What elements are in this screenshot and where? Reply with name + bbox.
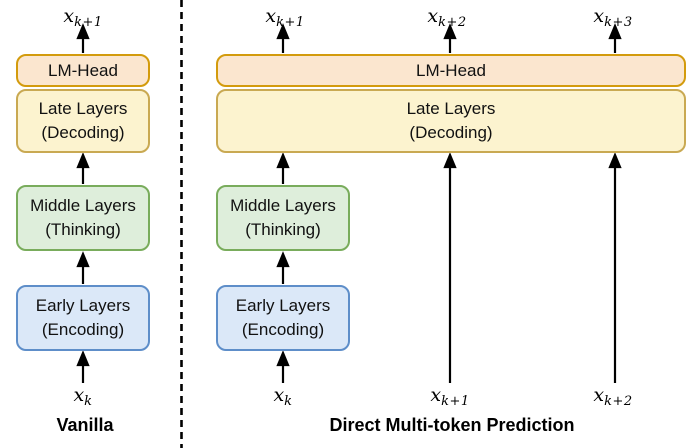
vanilla-early-layers-block: Early Layers (Encoding): [16, 285, 150, 351]
math-subscript: k: [284, 394, 293, 409]
math-base: x: [265, 5, 277, 27]
math-subscript: k+1: [74, 15, 103, 30]
math-subscript: k+1: [441, 394, 470, 409]
arrow-vanilla-input: [76, 350, 90, 383]
math-subscript: k+3: [604, 15, 633, 30]
math-base: x: [593, 5, 605, 27]
vanilla-middle-layers-block: Middle Layers (Thinking): [16, 185, 150, 251]
math-base: x: [273, 384, 285, 406]
math-subscript: k+2: [438, 15, 467, 30]
arrow-vanilla-late-from-middle: [76, 152, 90, 184]
vanilla-caption: Vanilla: [56, 415, 114, 435]
arrow-mtp-input-1: [276, 350, 290, 383]
mtp-output-label-1: xk+1: [265, 5, 304, 30]
arrow-mtp-output-1: [276, 23, 290, 53]
math-base: x: [427, 5, 439, 27]
block-label-line2: (Thinking): [245, 220, 321, 239]
vanilla-lm-head-block: LM-Head: [16, 54, 150, 87]
block-label-line2: (Encoding): [241, 320, 325, 339]
mtp-caption: Direct Multi-token Prediction: [329, 415, 575, 435]
block-label-line2: (Decoding): [41, 123, 125, 142]
block-label: LM-Head: [48, 60, 118, 80]
vanilla-input-label: xk: [73, 384, 92, 409]
vanilla-output-label: xk+1: [63, 5, 102, 30]
math-base: x: [593, 384, 605, 406]
arrow-mtp-middle-from-early: [276, 251, 290, 284]
mtp-input-label-2: xk+1: [430, 384, 469, 409]
mtp-late-layers-block: Late Layers (Decoding): [216, 89, 686, 153]
mtp-input-label-3: xk+2: [593, 384, 632, 409]
block-label-line1: Middle Layers: [230, 196, 336, 216]
arrow-mtp-output-3: [608, 23, 622, 53]
block-label-line2: (Thinking): [45, 220, 121, 239]
block-label-line1: Late Layers: [38, 99, 128, 119]
arrow-mtp-input-3-long: [608, 152, 622, 383]
arrow-mtp-input-2-long: [443, 152, 457, 383]
block-label-line2: (Encoding): [41, 320, 125, 339]
block-label-line1: Late Layers: [406, 99, 496, 119]
math-subscript: k+1: [276, 15, 305, 30]
math-base: x: [73, 384, 85, 406]
mtp-output-label-3: xk+3: [593, 5, 632, 30]
block-label-line1: Middle Layers: [30, 196, 136, 216]
arrow-mtp-output-2: [443, 23, 457, 53]
math-base: x: [430, 384, 442, 406]
arrow-vanilla-middle-from-early: [76, 251, 90, 284]
mtp-output-label-2: xk+2: [427, 5, 466, 30]
mtp-lm-head-block: LM-Head: [216, 54, 686, 87]
mtp-early-layers-block: Early Layers (Encoding): [216, 285, 350, 351]
block-label-line1: Early Layers: [235, 296, 331, 316]
arrow-mtp-late-from-middle: [276, 152, 290, 184]
mtp-middle-layers-block: Middle Layers (Thinking): [216, 185, 350, 251]
block-label: LM-Head: [416, 60, 486, 80]
math-subscript: k: [84, 394, 93, 409]
block-label-line2: (Decoding): [409, 123, 493, 142]
vanilla-late-layers-block: Late Layers (Decoding): [16, 89, 150, 153]
block-label-line1: Early Layers: [35, 296, 131, 316]
math-subscript: k+2: [604, 394, 633, 409]
mtp-input-label-1: xk: [273, 384, 292, 409]
math-base: x: [63, 5, 75, 27]
arrow-vanilla-output: [76, 23, 90, 53]
